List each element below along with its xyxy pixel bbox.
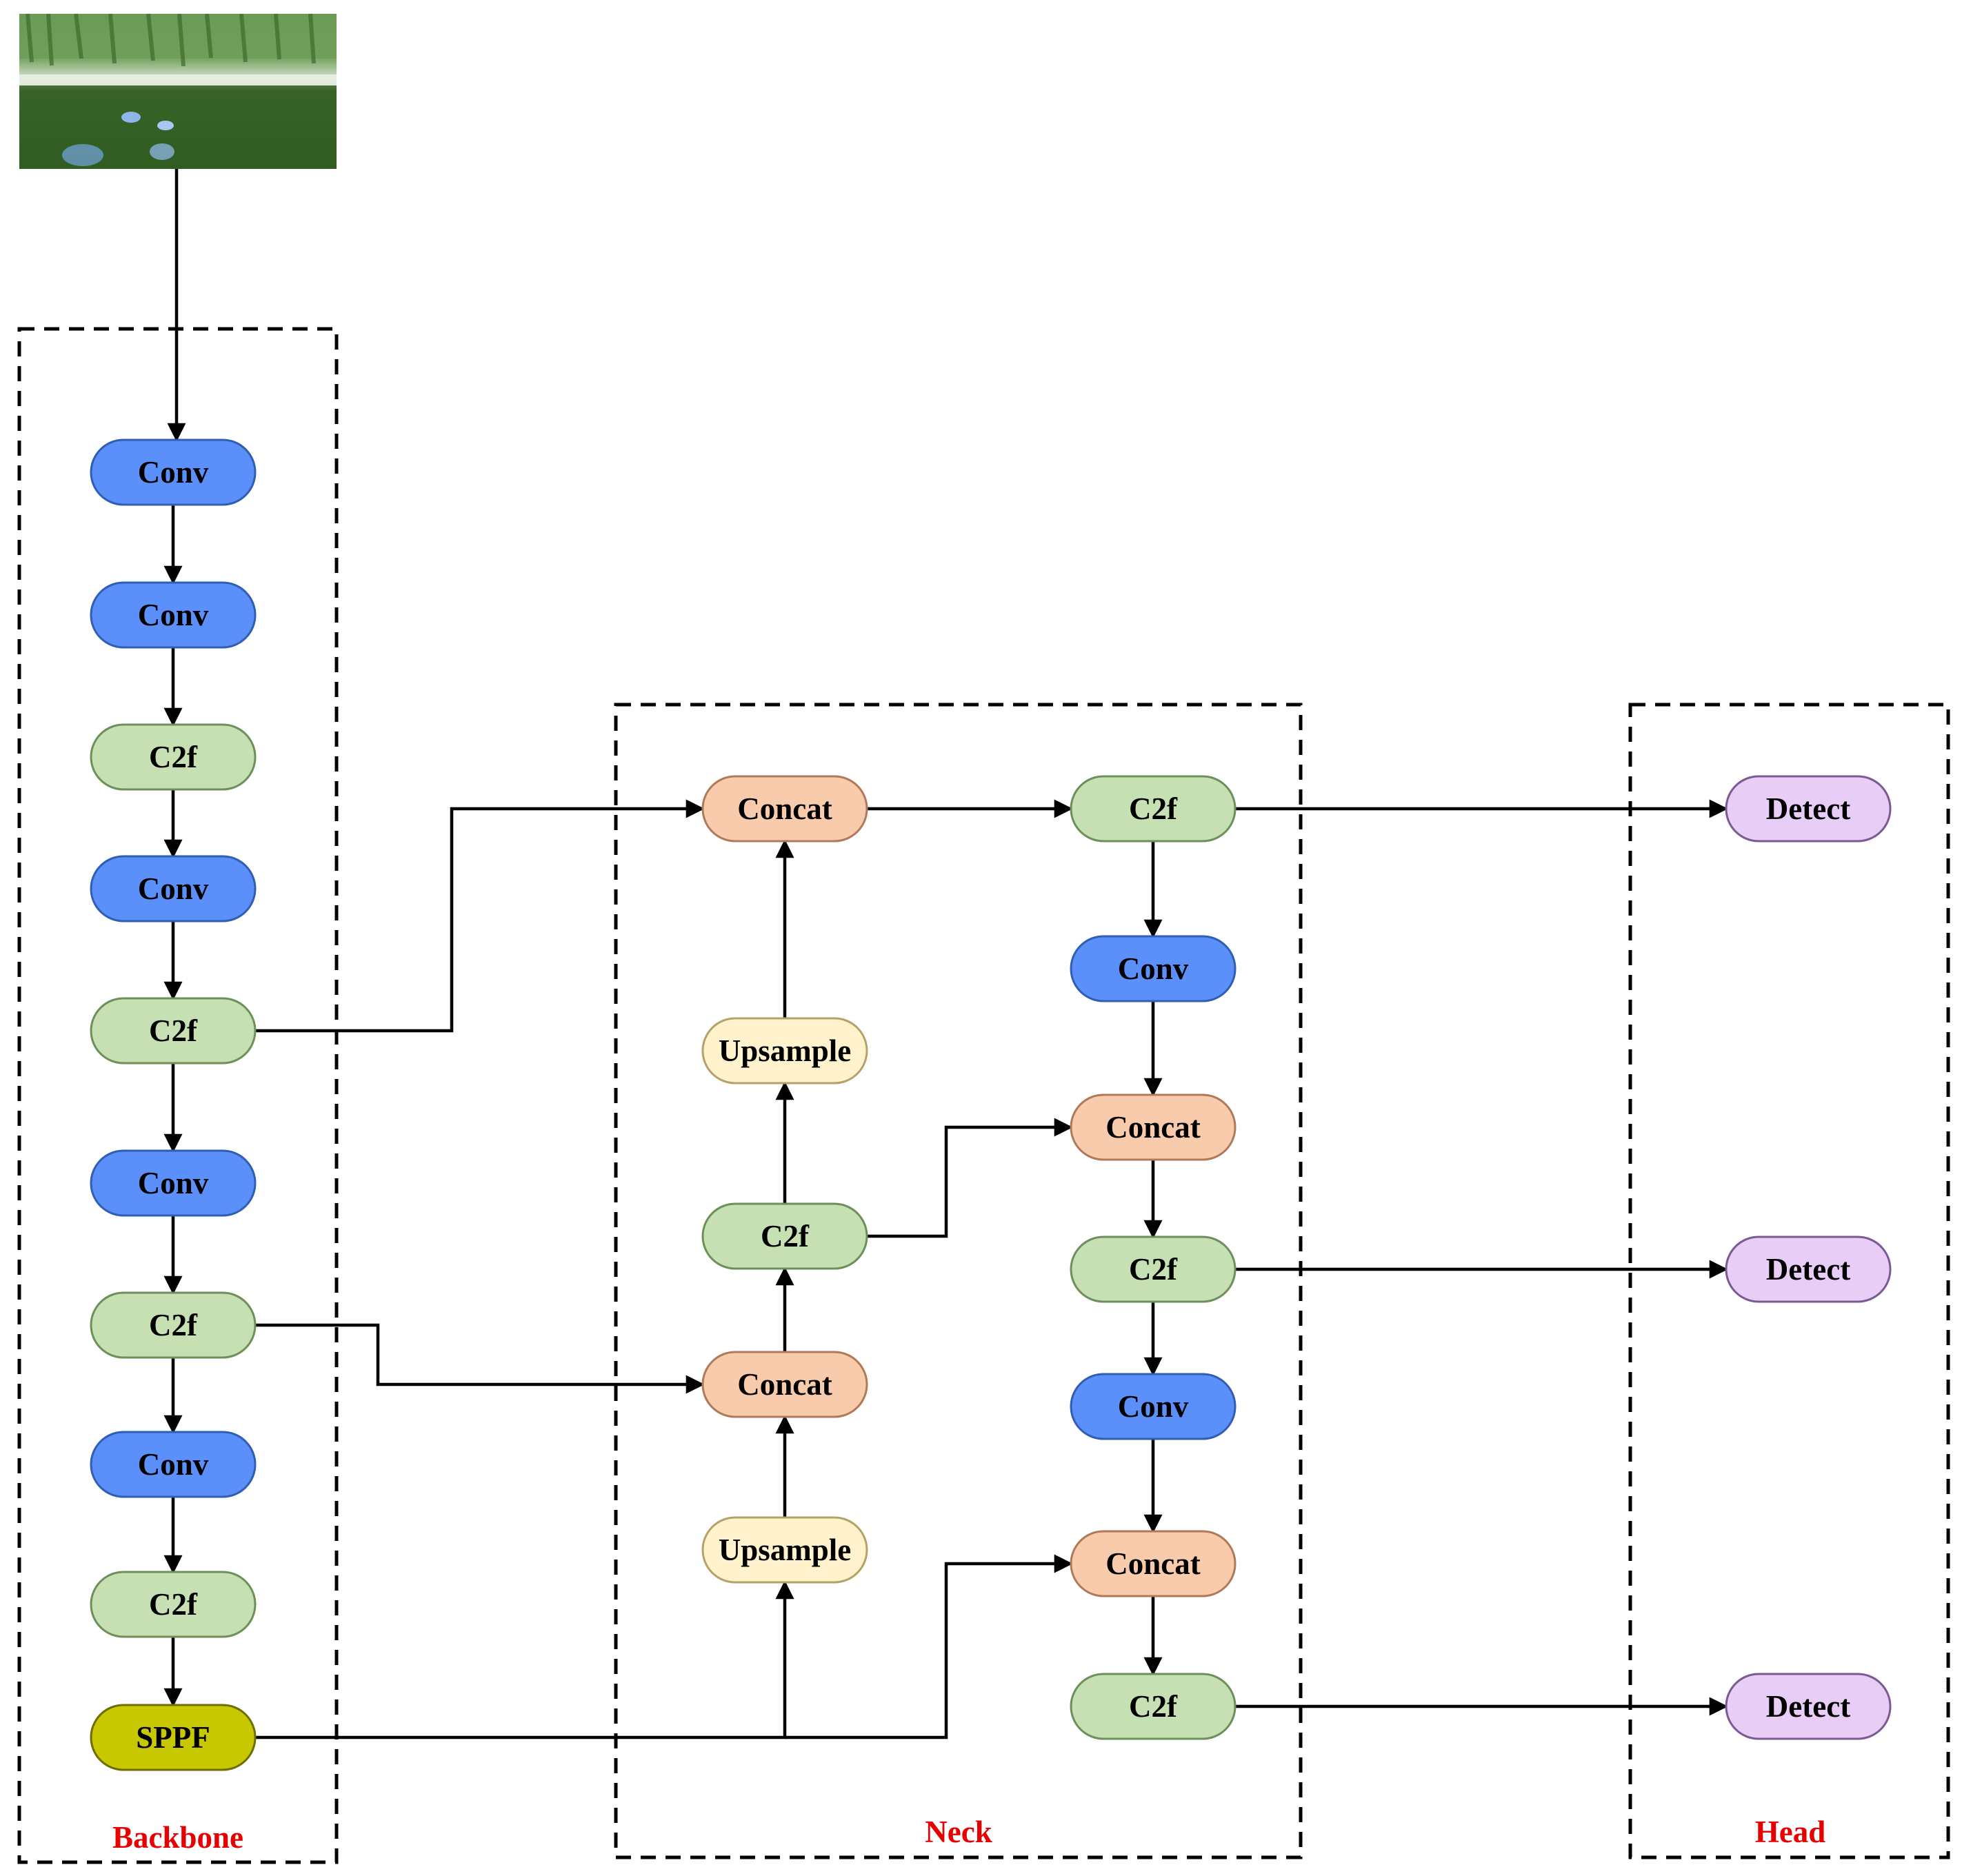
node-c2f-b5: C2f <box>90 997 257 1065</box>
node-detect-h3: Detect <box>1725 1673 1892 1740</box>
node-conv-b1: Conv <box>90 438 257 506</box>
edge-b10-to-n11 <box>785 1554 1073 1739</box>
head-label: Head <box>1755 1815 1826 1849</box>
node-label: Conv <box>1118 1389 1189 1424</box>
node-label: Concat <box>1105 1110 1200 1144</box>
node-label: Upsample <box>719 1533 852 1567</box>
node-shape <box>1725 775 1892 843</box>
node-label: SPPF <box>136 1720 210 1755</box>
node-label: Detect <box>1766 791 1850 826</box>
node-upsample-n5: Upsample <box>701 1516 868 1584</box>
nodes: ConvConvC2fConvC2fConvC2fConvC2fSPPFConc… <box>90 438 1892 1771</box>
node-label: Conv <box>138 1166 209 1200</box>
node-concat-n4: Concat <box>701 1351 868 1418</box>
node-shape <box>1725 1235 1892 1303</box>
edge-b7-to-n4 <box>255 1323 705 1394</box>
node-label: Upsample <box>719 1033 852 1068</box>
node-label: Concat <box>737 791 832 826</box>
node-detect-h1: Detect <box>1725 775 1892 843</box>
node-label: C2f <box>149 1308 198 1342</box>
node-conv-n10: Conv <box>1070 1373 1237 1440</box>
edges <box>163 169 1728 1739</box>
node-c2f-n9: C2f <box>1070 1235 1237 1303</box>
node-sppf-b10: SPPF <box>90 1704 257 1771</box>
node-label: C2f <box>1129 1689 1178 1724</box>
node-shape <box>90 723 257 791</box>
node-label: C2f <box>1129 1252 1178 1287</box>
node-concat-n1: Concat <box>701 775 868 843</box>
node-conv-b8: Conv <box>90 1431 257 1498</box>
node-shape <box>1070 1235 1237 1303</box>
node-conv-b2: Conv <box>90 581 257 649</box>
node-shape <box>1070 1530 1237 1597</box>
node-c2f-n12: C2f <box>1070 1673 1237 1740</box>
node-c2f-b3: C2f <box>90 723 257 791</box>
node-shape <box>701 1202 868 1270</box>
node-shape <box>1070 1093 1237 1161</box>
node-shape <box>1070 1673 1237 1740</box>
node-conv-n7: Conv <box>1070 935 1237 1002</box>
node-c2f-n3: C2f <box>701 1202 868 1270</box>
node-concat-n8: Concat <box>1070 1093 1237 1161</box>
node-label: Conv <box>138 598 209 632</box>
node-shape <box>90 855 257 922</box>
edge-b10-to-n5 <box>255 1580 794 1739</box>
head-frame <box>1628 703 1950 1859</box>
node-label: C2f <box>761 1219 810 1253</box>
edge-b5-to-n1 <box>255 799 705 1033</box>
node-c2f-b7: C2f <box>90 1291 257 1359</box>
node-shape <box>90 1431 257 1498</box>
node-shape <box>90 1291 257 1359</box>
node-label: Detect <box>1766 1689 1850 1724</box>
node-shape <box>701 1017 868 1085</box>
node-shape <box>701 1516 868 1584</box>
node-upsample-n2: Upsample <box>701 1017 868 1085</box>
node-label: Conv <box>138 871 209 906</box>
node-label: Detect <box>1766 1252 1850 1287</box>
node-c2f-b9: C2f <box>90 1571 257 1638</box>
node-shape <box>1070 1373 1237 1440</box>
node-shape <box>1070 935 1237 1002</box>
node-label: C2f <box>149 1587 198 1622</box>
edge-n3-to-n8 <box>867 1118 1073 1238</box>
node-label: Conv <box>138 1447 209 1482</box>
node-label: C2f <box>149 740 198 774</box>
node-label: C2f <box>149 1013 198 1048</box>
node-shape <box>90 1571 257 1638</box>
node-detect-h2: Detect <box>1725 1235 1892 1303</box>
node-conv-b4: Conv <box>90 855 257 922</box>
node-label: Conv <box>138 455 209 490</box>
node-shape <box>90 438 257 506</box>
node-conv-b6: Conv <box>90 1149 257 1217</box>
node-shape <box>90 581 257 649</box>
node-shape <box>90 1704 257 1771</box>
node-label: C2f <box>1129 791 1178 826</box>
input-image <box>19 13 337 169</box>
node-shape <box>1070 775 1237 843</box>
backbone-label: Backbone <box>112 1820 243 1855</box>
node-shape <box>90 1149 257 1217</box>
node-label: Conv <box>1118 951 1189 986</box>
node-c2f-n6: C2f <box>1070 775 1237 843</box>
node-shape <box>1725 1673 1892 1740</box>
node-label: Concat <box>1105 1546 1200 1581</box>
neck-label: Neck <box>925 1815 992 1849</box>
node-shape <box>701 775 868 843</box>
node-shape <box>90 997 257 1065</box>
node-label: Concat <box>737 1367 832 1402</box>
node-concat-n11: Concat <box>1070 1530 1237 1597</box>
node-shape <box>701 1351 868 1418</box>
